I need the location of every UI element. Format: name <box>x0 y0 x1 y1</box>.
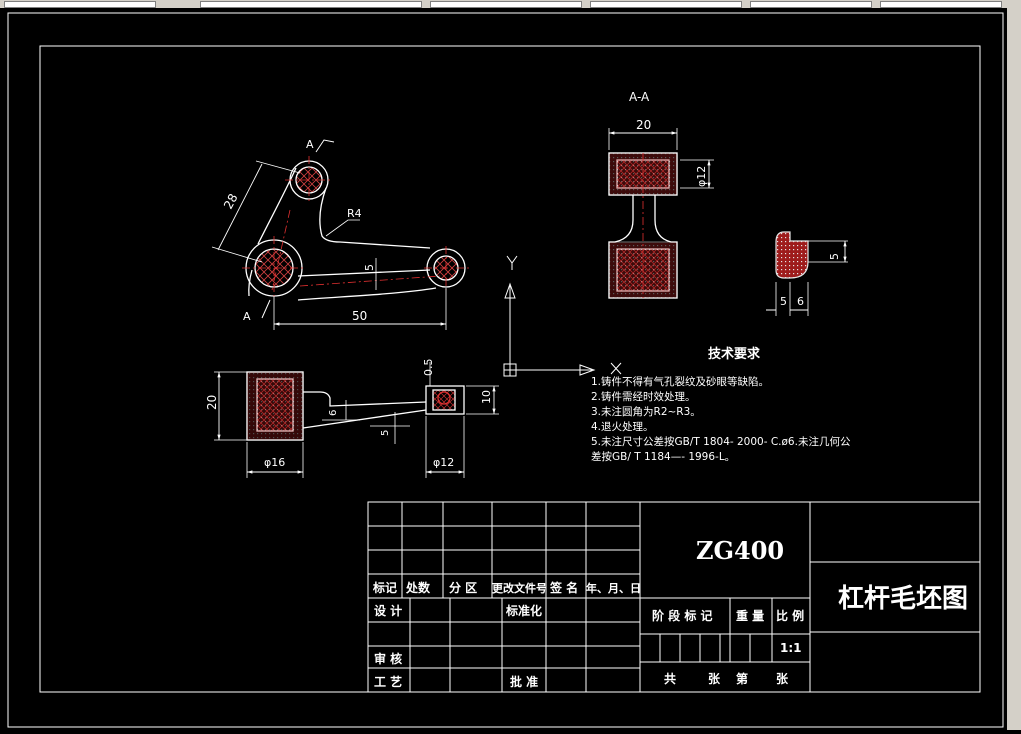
tb-col-header: 分 区 <box>449 580 477 595</box>
tech-req-list: 1.铸件不得有气孔裂纹及砂眼等缺陷。 2.铸件需经时效处理。 3.未注圆角为R2… <box>591 375 851 463</box>
dim-front-10: 10 <box>480 390 493 404</box>
dim-aa-phi12: φ12 <box>695 166 708 187</box>
dim-flange-w1: 5 <box>780 295 787 308</box>
tb-drawing-name: 杠杆毛坯图 <box>838 584 968 614</box>
tech-req-item: 5.未注尺寸公差按GB/T 1804- 2000- C.ø6.未注几何公 <box>591 435 851 448</box>
tb-col-header: 更改文件号 <box>492 581 547 595</box>
tb-material: ZG400 <box>696 536 784 565</box>
tb-scale-label: 比 例 <box>776 608 804 623</box>
dim-flange-w2: 6 <box>797 295 804 308</box>
tech-req-item: 1.铸件不得有气孔裂纹及砂眼等缺陷。 <box>591 375 769 388</box>
dim-50: 50 <box>352 309 367 323</box>
dim-front-5: 5 <box>380 430 391 436</box>
toolbar-field[interactable] <box>200 1 422 8</box>
tech-req-item: 差按GB/ T 1184—- 1996-L。 <box>591 450 735 463</box>
toolbar-field[interactable] <box>880 1 1002 8</box>
dim-rib-5: 5 <box>363 264 376 271</box>
tb-col-headers: 标记 处数 分 区 更改文件号 签 名 年、月、日 <box>372 580 641 595</box>
toolbar-field[interactable] <box>4 1 156 8</box>
dim-front-20: 20 <box>205 395 219 410</box>
section-mark-top: A <box>306 138 314 151</box>
toolbar-field[interactable] <box>750 1 872 8</box>
tb-row-labels: 设 计 标准化 审 核 工 艺 批 准 阶 段 标 记 重 量 比 例 1:1 … <box>374 603 804 689</box>
flange-detail <box>766 231 848 316</box>
tb-col-header: 年、月、日 <box>586 581 641 595</box>
tb-review: 审 核 <box>374 651 402 666</box>
dim-aa-20: 20 <box>636 118 651 132</box>
tb-scale-value: 1:1 <box>780 641 802 655</box>
drawing-canvas[interactable]: 28 R4 5 50 A A A-A 20 φ12 5 5 6 <box>0 8 1007 730</box>
tb-stage-mark: 阶 段 标 记 <box>652 608 713 623</box>
dim-flange-5: 5 <box>828 253 841 260</box>
tb-standard: 标准化 <box>505 603 542 618</box>
tb-design: 设 计 <box>374 603 402 618</box>
title-block-grid <box>367 501 981 693</box>
tech-req-item: 4.退火处理。 <box>591 421 654 433</box>
tech-req-item: 2.铸件需经时效处理。 <box>591 390 696 403</box>
tb-process: 工 艺 <box>374 674 402 689</box>
dim-r4: R4 <box>347 207 362 220</box>
tb-col-header: 签 名 <box>549 580 578 595</box>
tech-req-item: 3.未注圆角为R2~R3。 <box>591 405 701 418</box>
tb-total: 共 <box>664 671 676 686</box>
tb-col-header: 标记 <box>372 580 397 595</box>
vertical-scrollbar[interactable] <box>1007 8 1021 730</box>
dim-front-phi16: φ16 <box>264 456 285 469</box>
lever-front-view <box>214 362 499 478</box>
tb-sheet-unit: 张 <box>776 671 789 686</box>
dim-28: 28 <box>221 191 241 211</box>
dim-front-6: 6 <box>328 410 339 416</box>
lever-top-view <box>211 139 470 330</box>
section-label-aa: A-A <box>629 90 650 104</box>
tb-weight: 重 量 <box>736 608 764 623</box>
toolbar-field[interactable] <box>590 1 742 8</box>
section-aa-view <box>608 128 714 299</box>
tb-approve: 批 准 <box>510 674 538 689</box>
tech-req-title: 技术要求 <box>708 346 761 362</box>
section-mark-bottom: A <box>243 310 251 323</box>
dim-front-phi12: φ12 <box>433 456 454 469</box>
tb-sheets: 张 <box>708 671 721 686</box>
tb-sheet-no: 第 <box>736 671 748 686</box>
dim-front-05: 0.5 <box>422 359 435 377</box>
ucs-icon <box>503 255 622 377</box>
tb-col-header: 处数 <box>405 580 431 595</box>
toolbar-field[interactable] <box>430 1 582 8</box>
